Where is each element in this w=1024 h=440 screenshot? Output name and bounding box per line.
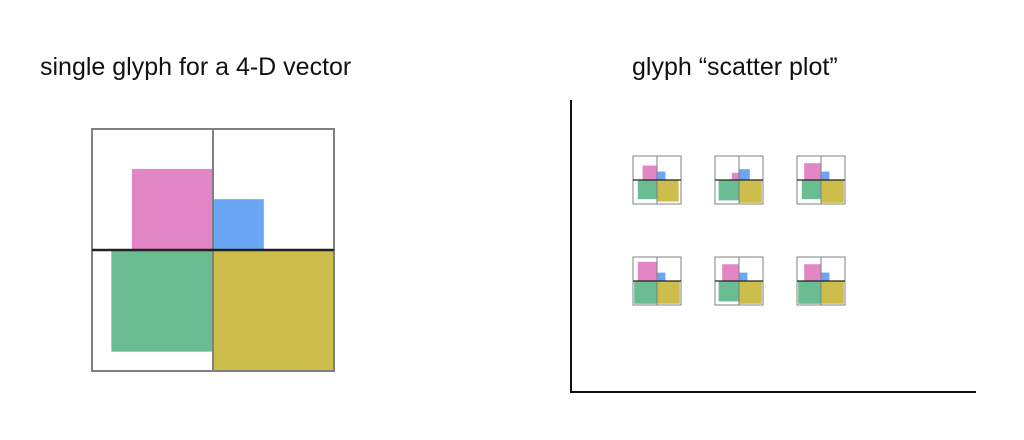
- vector-glyph-pink-square: [131, 168, 213, 250]
- scatter-glyph-1: [632, 155, 682, 205]
- scatter-glyph-4: [632, 256, 682, 306]
- scatter-glyph-1-pink-square: [642, 165, 657, 180]
- scatter-glyph-6-green-square: [798, 281, 821, 304]
- scatter-glyph-4-pink-square: [637, 261, 657, 281]
- scatter-glyph-6-pink-square: [804, 264, 821, 281]
- scatter-glyph-5-blue-square: [739, 272, 748, 281]
- scatter-glyph-5-olive-square: [739, 281, 762, 304]
- scatter-glyph-2-olive-square: [739, 180, 762, 203]
- vector-glyph: [91, 128, 335, 372]
- scatter-glyph-1-green-square: [637, 180, 657, 200]
- scatter-plot-title: glyph “scatter plot”: [632, 53, 838, 81]
- scatter-glyph-6: [796, 256, 846, 306]
- scatter-glyph-5-green-square: [718, 281, 739, 302]
- scatter-glyphs: [632, 155, 846, 306]
- scatter-glyph-3-pink-square: [804, 163, 821, 180]
- scatter-glyph-3-green-square: [801, 180, 821, 200]
- scatter-glyph-5: [714, 256, 764, 306]
- scatter-glyph-4-olive-square: [657, 281, 680, 304]
- vector-glyph-olive-square: [213, 250, 334, 371]
- scatter-glyph-2-pink-square: [731, 172, 739, 180]
- scatter-glyph-2-green-square: [718, 180, 739, 201]
- scatter-glyph-5-pink-square: [722, 264, 739, 281]
- single-glyph-title: single glyph for a 4-D vector: [40, 53, 352, 81]
- scatter-glyph-4-green-square: [634, 281, 657, 304]
- scatter-glyph-2-blue-square: [739, 169, 750, 180]
- scatter-glyph-6-olive-square: [821, 281, 844, 304]
- vector-glyph-blue-square: [213, 199, 264, 250]
- vector-glyph-green-square: [111, 250, 213, 352]
- single-glyph: [91, 128, 335, 372]
- scatter-glyph-4-blue-square: [657, 272, 666, 281]
- scatter-glyph-3-blue-square: [821, 171, 830, 180]
- scatter-plot-area: [570, 100, 976, 393]
- scatter-glyph-3: [796, 155, 846, 205]
- scatter-glyph-6-blue-square: [821, 272, 830, 281]
- scatter-glyph-1-olive-square: [657, 180, 679, 202]
- scatter-glyph-2: [714, 155, 764, 205]
- scatter-glyph-1-blue-square: [657, 171, 666, 180]
- scatter-glyph-3-olive-square: [821, 180, 844, 203]
